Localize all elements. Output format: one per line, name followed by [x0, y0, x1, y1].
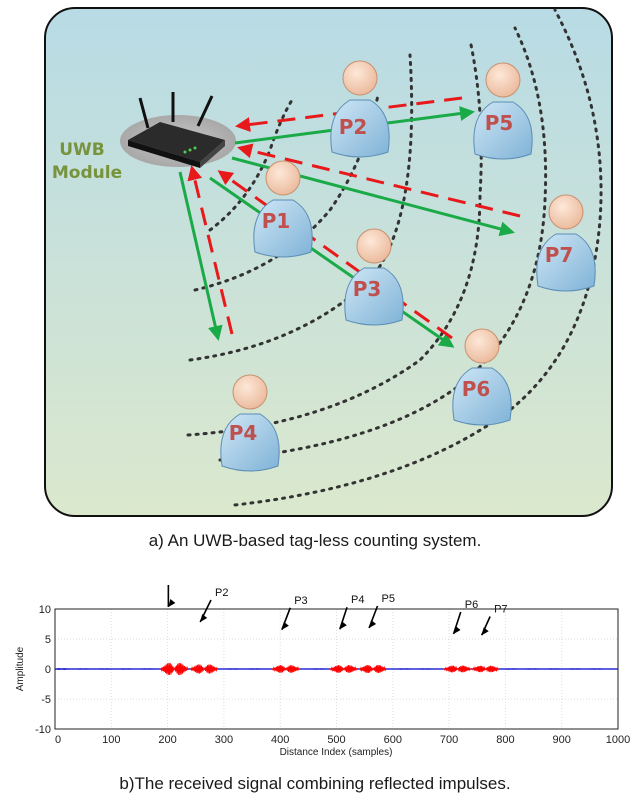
x-tick-label: 1000: [606, 734, 630, 746]
person-label-p1: P1: [262, 209, 291, 233]
peak-label-p7: P7: [494, 604, 507, 616]
reflected-pulse-p2: [190, 664, 219, 674]
transmit-arrow-p4: [178, 171, 223, 341]
person-p5: P5: [473, 62, 533, 160]
reflection-arrow-p7: [237, 143, 521, 218]
x-tick-label: 900: [553, 734, 571, 746]
x-tick-label: 300: [215, 734, 233, 746]
module-label-line1: UWB: [59, 140, 105, 160]
x-tick-label: 700: [440, 734, 458, 746]
y-axis-title: Amplitude: [15, 646, 26, 691]
system-diagram: UWB Module P1 P2 P3 P4 P5: [44, 7, 613, 517]
peak-arrowhead-p7: [481, 627, 489, 636]
reflected-pulse-p4: [329, 665, 358, 673]
reflected-pulse-p6: [443, 665, 471, 673]
person-label-p7: P7: [545, 243, 574, 267]
peak-label-p5: P5: [381, 593, 394, 605]
module-label-line2: Module: [52, 163, 122, 183]
wavefront-arc-5: [218, 26, 548, 462]
peak-arrowhead-p1: [168, 599, 176, 607]
person-p7: P7: [536, 194, 596, 292]
peak-arrowhead-p6: [453, 626, 461, 634]
x-tick-label: 600: [384, 734, 402, 746]
reflected-pulse-p5: [359, 665, 387, 673]
person-label-p4: P4: [229, 421, 258, 445]
reflection-arrow-p4: [187, 165, 234, 335]
person-p4: P4: [220, 374, 280, 472]
y-tick-label: 0: [45, 664, 51, 676]
peak-label-p4: P4: [351, 594, 364, 606]
y-tick-label: -5: [41, 694, 51, 706]
y-tick-label: 10: [39, 604, 51, 616]
x-tick-label: 200: [158, 734, 176, 746]
person-p1: P1: [253, 160, 313, 258]
person-p3: P3: [344, 228, 404, 326]
person-p2: P2: [330, 60, 390, 158]
peak-label-p3: P3: [294, 595, 307, 607]
uwb-router-icon: [120, 92, 236, 168]
signal-plot: 0 100 200 300 400 500 600 700 800 900 1000 10 5 0 -5 -1…: [15, 585, 630, 758]
plot-signal: [54, 662, 618, 676]
y-tick-label: -10: [35, 724, 51, 736]
reflected-pulse-p3: [271, 665, 300, 673]
person-p6: P6: [452, 328, 512, 426]
background-pulse: [54, 667, 69, 671]
y-tick-label: 5: [45, 634, 51, 646]
reflected-pulse-p1: [160, 662, 189, 676]
caption-b: b)The received signal combining reflecte…: [119, 774, 511, 793]
peak-label-p2: P2: [215, 587, 228, 599]
peak-arrowhead-p3: [281, 621, 289, 630]
peak-arrowhead-p5: [369, 620, 377, 628]
plot-ticks: 0 100 200 300 400 500 600 700 800 900 1000 10 5 0 -5 -1…: [35, 604, 630, 746]
person-label-p5: P5: [485, 111, 514, 135]
x-axis-title: Distance Index (samples): [280, 747, 393, 758]
peak-arrowhead-p2: [200, 614, 208, 622]
reflected-pulse-p7: [471, 665, 499, 673]
x-tick-label: 400: [271, 734, 289, 746]
x-tick-label: 800: [496, 734, 514, 746]
person-label-p6: P6: [462, 377, 491, 401]
transmit-arrow-p6: [209, 176, 455, 348]
wavefront-arc-4: [186, 38, 483, 437]
wavefront-arcs: [186, 8, 603, 507]
x-tick-label: 100: [102, 734, 120, 746]
peak-label-p6: P6: [465, 599, 478, 611]
wavefront-arc-2: [193, 93, 380, 292]
reflection-arrow-p6: [217, 170, 453, 340]
caption-a: a) An UWB-based tag-less counting system…: [148, 531, 482, 550]
peak-arrowhead-p4: [339, 621, 347, 630]
plot-frame: [54, 608, 619, 730]
x-tick-label: 500: [327, 734, 345, 746]
person-label-p2: P2: [339, 115, 368, 139]
person-label-p3: P3: [353, 277, 382, 301]
wavefront-arc-6: [233, 8, 603, 507]
x-tick-label: 0: [55, 734, 61, 746]
